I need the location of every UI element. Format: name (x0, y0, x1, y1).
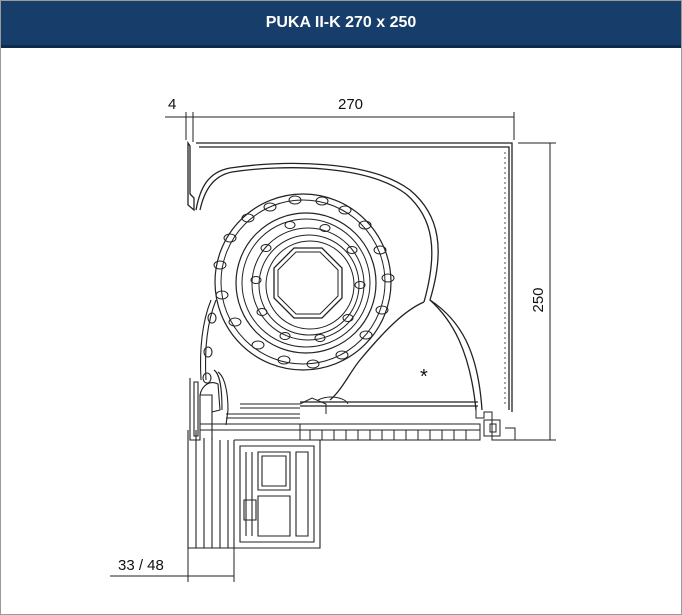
dimension-width (165, 112, 515, 142)
dimension-frame-depth (110, 548, 235, 582)
height-label: 250 (530, 287, 547, 312)
left-offset-label: 4 (168, 96, 176, 113)
page-title: PUKA II-K 270 x 250 (265, 14, 417, 31)
width-label: 270 (338, 96, 363, 113)
housing-outline (187, 140, 513, 412)
asterisk-marker: * (420, 366, 428, 388)
bottom-rail (299, 396, 520, 441)
frame-depth-label: 33 / 48 (118, 557, 164, 574)
window-profile (187, 369, 321, 549)
header-bar: PUKA II-K 270 x 250 (1, 1, 681, 48)
dimension-height (518, 142, 556, 441)
curtain-roll (213, 193, 395, 371)
curtain-drop (199, 299, 217, 384)
